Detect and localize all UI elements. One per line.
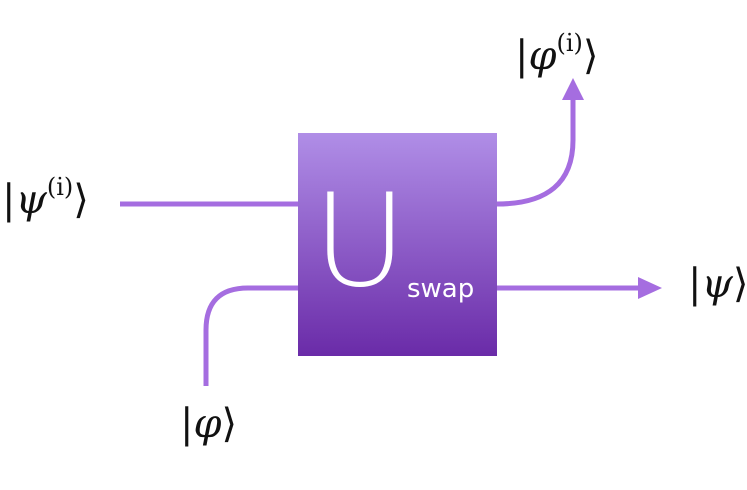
output-right-symbol: ψ [701, 261, 733, 307]
input-bottom-symbol: φ [193, 401, 222, 447]
output-arrowhead-top [562, 78, 584, 100]
output-wire-top [496, 98, 576, 207]
input-top-superscript: (i) [46, 173, 74, 201]
output-arrowhead-right [638, 277, 662, 299]
output-top-symbol: φ [528, 33, 557, 79]
input-wire-bottom [203, 285, 298, 386]
gate-letter: U [313, 167, 407, 316]
output-label-right: |ψ⟩ [688, 261, 747, 307]
output-label-top: |φ(i)⟩ [515, 29, 599, 79]
swap-gate-box [298, 133, 497, 356]
input-label-top: |ψ(i)⟩ [2, 173, 89, 223]
output-top-superscript: (i) [556, 29, 583, 57]
gate-subscript: swap [407, 274, 475, 304]
input-top-symbol: ψ [15, 177, 47, 223]
input-label-bottom: |φ⟩ [180, 401, 238, 447]
